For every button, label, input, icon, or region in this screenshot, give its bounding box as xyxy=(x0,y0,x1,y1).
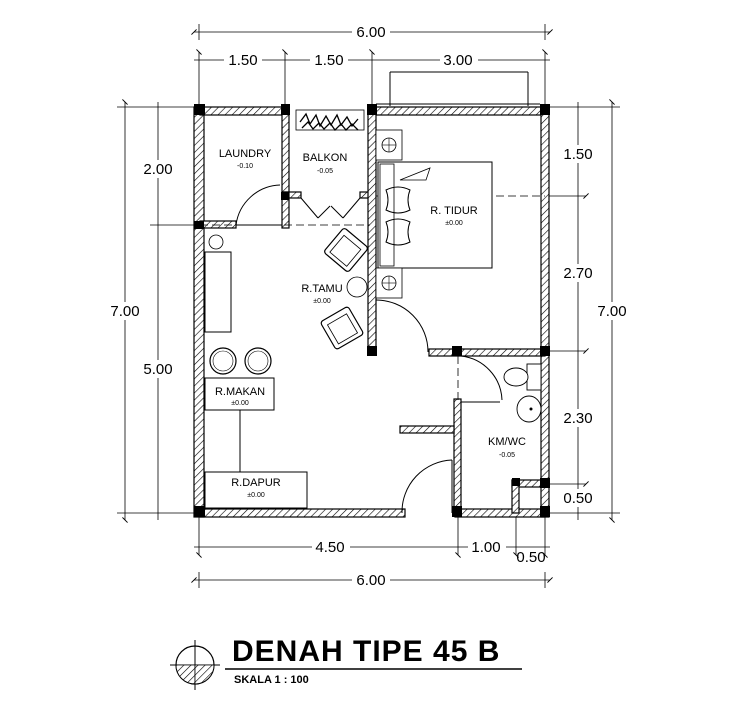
room-makan-level: ±0.00 xyxy=(231,400,249,407)
north-arrow-icon xyxy=(170,640,220,690)
room-tidur-level: ±0.00 xyxy=(445,220,463,227)
dim-right-a: 1.50 xyxy=(563,146,592,163)
room-tamu-level: ±0.00 xyxy=(313,298,331,305)
dim-right-c: 2.30 xyxy=(563,410,592,427)
room-dapur-level: ±0.00 xyxy=(247,492,265,499)
dim-right-d: 0.50 xyxy=(563,490,592,507)
room-kmwc-level: -0.05 xyxy=(499,452,515,459)
dim-bottom-a: 4.50 xyxy=(315,539,344,556)
sink-icon xyxy=(516,395,542,423)
dimension-labels: 6.00 1.50 1.50 3.00 7.00 2.00 5.00 7.00 … xyxy=(108,23,630,589)
plant-icon xyxy=(295,109,365,132)
dim-left-b: 5.00 xyxy=(143,361,172,378)
plan-title: DENAH TIPE 45 B xyxy=(232,635,500,668)
room-balkon-name: BALKON xyxy=(303,152,348,164)
dim-bottom-total: 6.00 xyxy=(356,572,385,589)
armchair-icon xyxy=(320,228,368,350)
room-tidur-name: R. TIDUR xyxy=(430,205,478,217)
plan-scale: SKALA 1 : 100 xyxy=(234,674,309,686)
railing-outline xyxy=(376,71,540,106)
stool-icon xyxy=(209,347,272,375)
room-laundry-level: -0.10 xyxy=(237,163,253,170)
dim-right-total: 7.00 xyxy=(597,303,626,320)
bed-icon xyxy=(377,161,493,269)
dim-left-total: 7.00 xyxy=(110,303,139,320)
dim-top-total: 6.00 xyxy=(356,24,385,41)
toilet-icon xyxy=(503,363,542,391)
dim-bottom-c: 0.50 xyxy=(516,549,545,566)
dim-top-c: 3.00 xyxy=(443,52,472,69)
dim-bottom-b: 1.00 xyxy=(471,539,500,556)
dim-right-b: 2.70 xyxy=(563,265,592,282)
room-laundry-name: LAUNDRY xyxy=(219,148,272,160)
dim-top-a: 1.50 xyxy=(228,52,257,69)
room-tamu-name: R.TAMU xyxy=(301,283,342,295)
room-kmwc-name: KM/WC xyxy=(488,436,526,448)
dining-counter xyxy=(204,377,275,472)
cabinet-icon xyxy=(204,234,232,333)
dim-top-b: 1.50 xyxy=(314,52,343,69)
doors xyxy=(235,184,503,514)
dim-left-a: 2.00 xyxy=(143,161,172,178)
nightstand-icon xyxy=(375,129,403,299)
room-makan-name: R.MAKAN xyxy=(215,386,265,398)
kitchen-counter xyxy=(204,471,308,509)
room-labels: LAUNDRY -0.10 BALKON -0.05 R. TIDUR ±0.0… xyxy=(215,148,526,499)
columns xyxy=(194,104,550,517)
coffee-table-icon xyxy=(346,276,368,298)
room-dapur-name: R.DAPUR xyxy=(231,477,281,489)
room-balkon-level: -0.05 xyxy=(317,168,333,175)
